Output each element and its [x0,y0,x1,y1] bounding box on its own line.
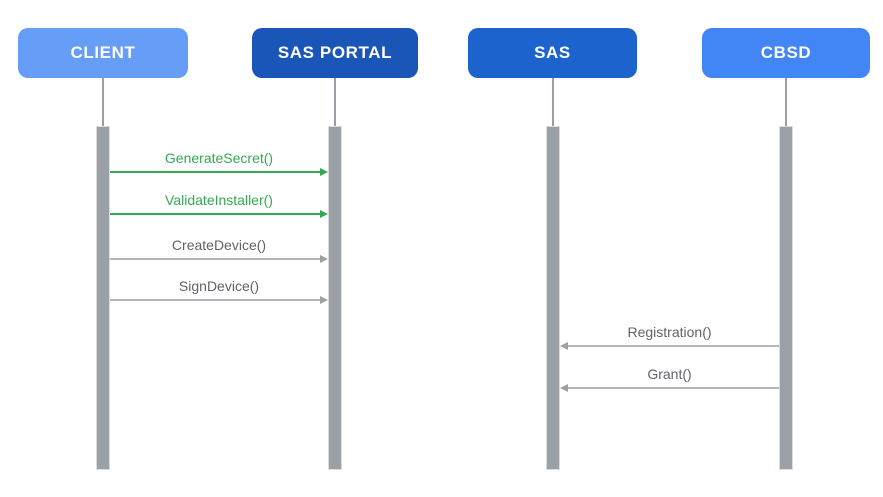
message-line-registration [567,345,779,347]
activation-bar-sas [546,126,560,470]
actor-box-sas-portal: SAS PORTAL [252,28,418,78]
actor-box-cbsd: CBSD [702,28,870,78]
message-line-create-device [110,258,321,260]
message-label-sign-device: SignDevice() [178,278,260,294]
actor-label-client: CLIENT [70,43,136,62]
message-line-sign-device [110,299,321,301]
message-label-grant: Grant() [647,366,692,382]
arrowhead-validate-installer [320,210,328,218]
arrowhead-grant [560,384,568,392]
lifeline-client [102,78,104,126]
lifeline-sas-portal [334,78,336,126]
actor-label-cbsd: CBSD [760,43,812,62]
lifeline-sas [552,78,554,126]
activation-bar-client [96,126,110,470]
message-label-generate-secret: GenerateSecret() [164,150,274,166]
activation-bar-cbsd [779,126,793,470]
arrowhead-sign-device [320,296,328,304]
actor-box-sas: SAS [468,28,637,78]
actor-label-sas-portal: SAS PORTAL [277,43,393,62]
message-line-grant [567,387,779,389]
message-label-create-device: CreateDevice() [171,237,267,253]
arrowhead-create-device [320,255,328,263]
message-label-registration: Registration() [627,324,712,340]
actor-label-sas: SAS [534,43,571,62]
arrowhead-registration [560,342,568,350]
message-line-generate-secret [110,171,321,173]
message-line-validate-installer [110,213,321,215]
message-label-validate-installer: ValidateInstaller() [165,192,273,208]
activation-bar-sas-portal [328,126,342,470]
actor-box-client: CLIENT [18,28,188,78]
arrowhead-generate-secret [320,168,328,176]
lifeline-cbsd [785,78,787,126]
